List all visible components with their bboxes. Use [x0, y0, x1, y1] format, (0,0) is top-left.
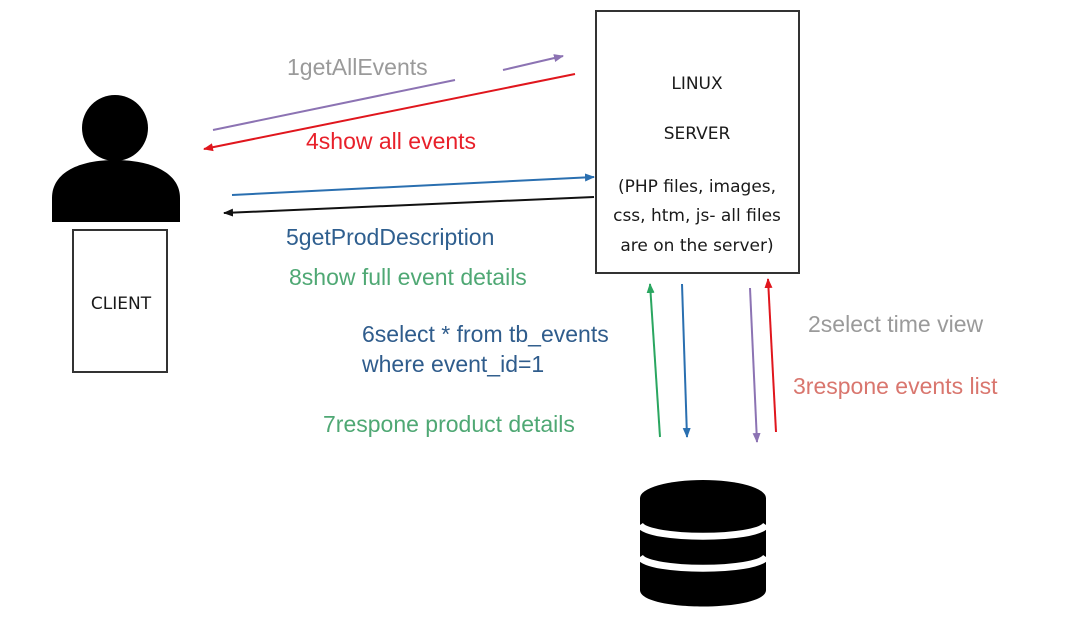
arrow-step5-getproddescription [231, 173, 595, 196]
server-desc-line3: are on the server) [620, 236, 773, 256]
server-title-line1: LINUX [671, 74, 723, 94]
arrow-step1-getallevents [212, 54, 564, 131]
arrow-step4-show-all-events [203, 73, 576, 152]
client-label: CLIENT [91, 294, 152, 314]
server-desc-line2: css, htm, js- all files [613, 206, 781, 226]
server-title-line2: SERVER [664, 124, 731, 144]
arrow-step8-show-details [223, 196, 595, 217]
label-step4: 4show all events [306, 128, 476, 154]
server-desc-line1: (PHP files, images, [618, 177, 776, 197]
arrow-step2-select-time-view [749, 287, 761, 443]
label-step2: 2select time view [808, 311, 984, 337]
arrow-step3-response-events [764, 278, 777, 433]
label-step7: 7respone product details [323, 411, 575, 437]
client-box: CLIENT [72, 229, 168, 373]
arrow-step7-response-details [646, 283, 661, 438]
database-icon [637, 480, 769, 607]
server-box: LINUX SERVER (PHP files, images, css, ht… [595, 10, 800, 274]
label-step6-line2: where event_id=1 [361, 351, 544, 377]
label-step3: 3respone events list [793, 373, 998, 399]
label-step6-line1: 6select * from tb_events [362, 321, 609, 347]
user-silhouette-icon [52, 95, 180, 222]
label-step1: 1getAllEvents [287, 54, 428, 80]
label-step5: 5getProdDescription [286, 224, 494, 250]
label-step8: 8show full event details [289, 264, 527, 290]
arrow-step6-select-query [681, 283, 691, 438]
